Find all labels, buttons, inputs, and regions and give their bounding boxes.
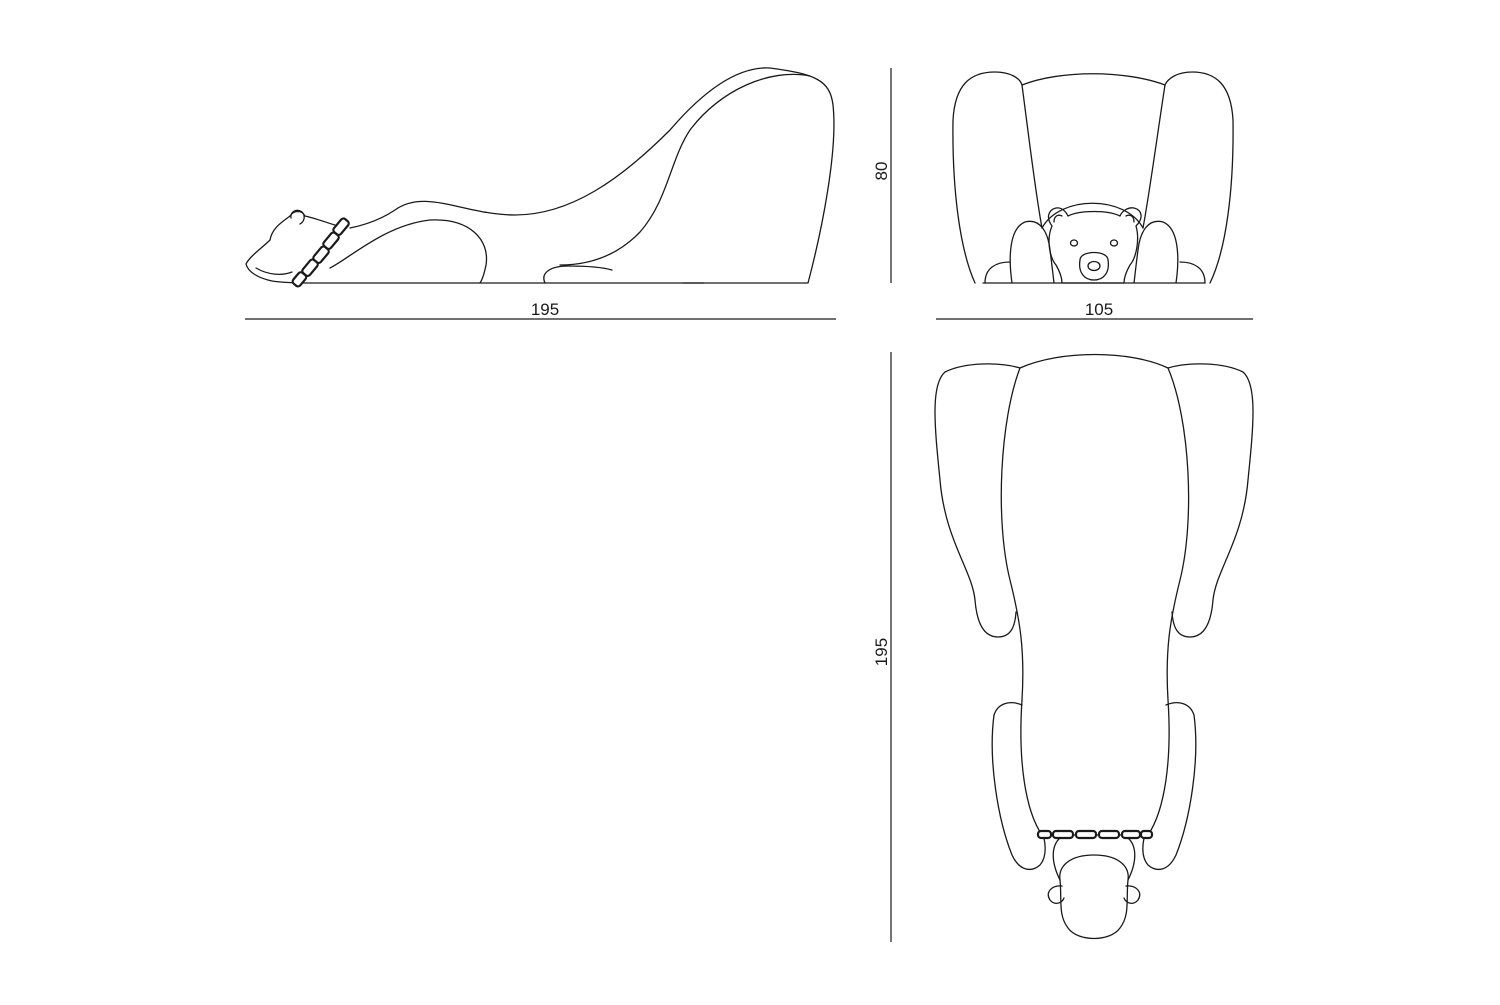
chain-top <box>1036 829 1154 840</box>
bear-eye-left <box>1069 239 1079 247</box>
side-view <box>245 67 835 288</box>
front-right-arm <box>1164 71 1234 284</box>
top-bear-ear-left <box>1047 885 1065 904</box>
top-neck-arc <box>1052 837 1136 881</box>
front-left-paw <box>1009 220 1055 284</box>
bear-face-front <box>1047 207 1142 284</box>
bear-ear-side <box>290 209 305 225</box>
side-view-silhouette <box>311 67 835 284</box>
front-head-back <box>1041 202 1144 229</box>
top-length-dimension: 195 <box>872 352 892 942</box>
hind-paw <box>543 265 613 284</box>
backrest-inner-curve <box>559 73 811 266</box>
top-right-front-leg <box>1167 363 1254 638</box>
front-view <box>952 71 1234 284</box>
bear-ear-inner-right <box>1125 214 1135 223</box>
front-height-dimension: 80 <box>872 68 892 283</box>
chain-link <box>1051 829 1075 840</box>
side-length-dimension: 195 <box>245 300 836 320</box>
top-body <box>1000 353 1190 836</box>
front-height-label: 80 <box>872 162 891 181</box>
bear-mouth-side <box>255 267 293 275</box>
front-leg-arch <box>329 219 488 284</box>
top-bear-head <box>1059 854 1129 940</box>
bear-ear-inner-left <box>1053 214 1063 223</box>
front-left-arm <box>952 71 1023 284</box>
front-left-outer-paw <box>984 261 1011 284</box>
bear-head-side <box>245 210 346 284</box>
top-bear-ear-right <box>1123 885 1141 904</box>
chain-link <box>1036 829 1053 840</box>
chain-link <box>1097 829 1121 840</box>
top-view <box>934 353 1254 940</box>
front-width-label: 105 <box>1085 300 1113 319</box>
top-left-front-leg <box>934 363 1021 638</box>
front-backrest-top <box>1021 73 1166 86</box>
chain-link <box>1074 829 1098 840</box>
front-right-paw <box>1133 220 1179 284</box>
bear-eye-right <box>1109 239 1119 247</box>
top-right-hind-leg <box>1142 702 1197 871</box>
chain-link <box>291 271 308 288</box>
front-right-outer-paw <box>1179 261 1206 284</box>
top-length-label: 195 <box>872 638 891 666</box>
front-width-dimension: 105 <box>936 300 1253 320</box>
chain-link <box>1139 829 1154 840</box>
front-right-inner <box>1142 84 1166 229</box>
side-length-label: 195 <box>531 300 559 319</box>
chain-side <box>291 217 350 288</box>
chain-link <box>1120 829 1142 840</box>
bear-snout <box>1078 251 1110 281</box>
front-left-inner <box>1021 84 1043 229</box>
bear-nose <box>1087 260 1101 272</box>
top-left-hind-leg <box>991 702 1046 871</box>
